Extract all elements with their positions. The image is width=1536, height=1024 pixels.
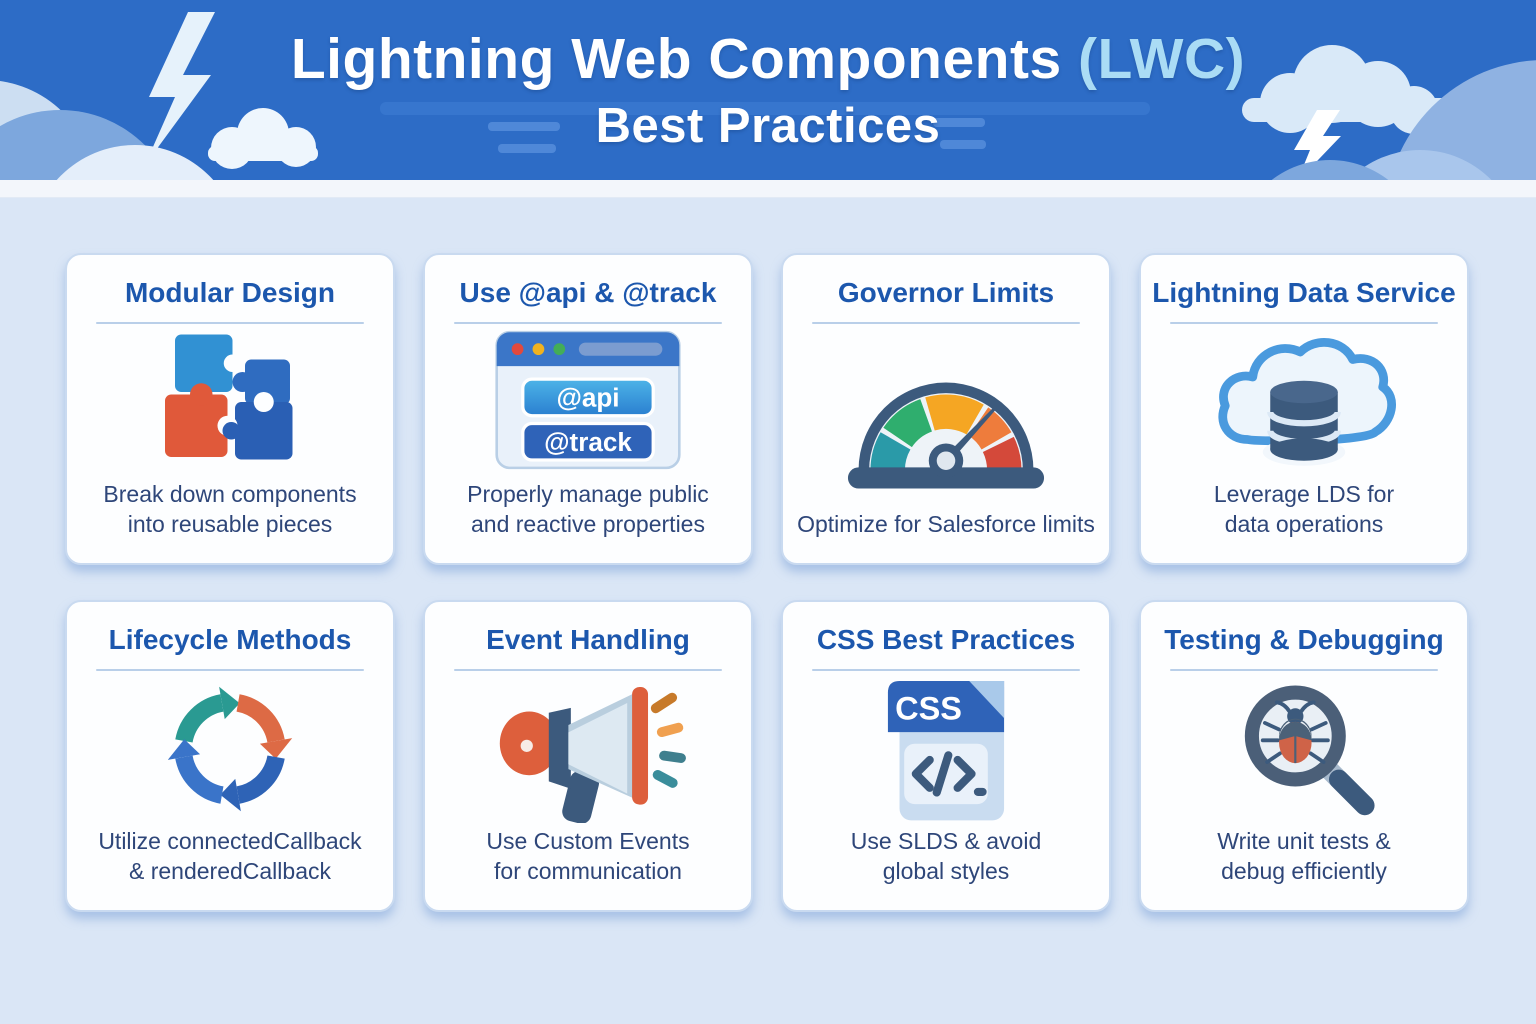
speed-line (933, 118, 985, 127)
card-description: Write unit tests & debug efficiently (1217, 828, 1391, 884)
puzzle-icon (81, 324, 379, 480)
card-description: Optimize for Salesforce limits (797, 510, 1095, 537)
card-divider (1169, 669, 1439, 671)
speed-line (488, 122, 560, 131)
browser-window-icon: @api @track (439, 324, 737, 480)
corner-cloud (56, 145, 214, 180)
header-banner: Lightning Web Components (LWC) Best Prac… (0, 0, 1536, 180)
cloud-icon (208, 108, 318, 169)
cards-grid: Modular Design Break down components int… (65, 253, 1469, 912)
best-practice-card: Event Handling Use Custom Events for com… (423, 600, 753, 912)
card-title: Event Handling (486, 624, 690, 655)
card-description: Break down components into reusable piec… (103, 481, 357, 537)
card-divider (95, 669, 365, 671)
card-title: CSS Best Practices (816, 624, 1076, 655)
magnifier-bug-icon (1155, 671, 1453, 827)
speed-line (498, 144, 556, 153)
corner-cloud (1348, 150, 1492, 180)
card-divider (95, 322, 365, 324)
page-subtitle: Best Practices (595, 99, 941, 153)
card-description: Use Custom Events for communication (486, 828, 690, 884)
card-description: Properly manage public and reactive prop… (467, 481, 709, 537)
corner-cloud (1271, 160, 1389, 180)
css-file-icon: CSS (797, 671, 1095, 827)
lightning-bolt-icon (1294, 110, 1341, 180)
track-badge: @track (544, 427, 632, 457)
corner-cloud (1390, 60, 1536, 180)
card-divider (811, 322, 1081, 324)
page-title-main: Lightning Web Components (290, 27, 1079, 91)
best-practice-card: Modular Design Break down components int… (65, 253, 395, 565)
page-title: Lightning Web Components (LWC) (291, 26, 1245, 92)
header-divider-strip (0, 180, 1536, 198)
card-title: Lightning Data Service (1152, 277, 1456, 308)
best-practice-card: Governor Limits Optimize for Salesforce … (781, 253, 1111, 565)
card-divider (453, 669, 723, 671)
card-title: Lifecycle Methods (108, 624, 352, 655)
best-practice-card: Testing & Debugging Write unit tests & d… (1139, 600, 1469, 912)
cloud-database-icon (1155, 324, 1453, 480)
api-badge: @api (556, 383, 619, 413)
card-title: Testing & Debugging (1164, 624, 1444, 655)
lightning-bolt-icon (145, 12, 215, 165)
gauge-icon (797, 324, 1095, 510)
card-description: Utilize connectedCallback & renderedCall… (98, 828, 362, 884)
speed-line (940, 140, 986, 149)
card-description: Use SLDS & avoid global styles (850, 828, 1042, 884)
storm-cloud-icon (1242, 45, 1464, 134)
best-practice-card: Lifecycle Methods Utilize connectedCallb… (65, 600, 395, 912)
card-title: Modular Design (124, 277, 335, 308)
megaphone-icon (439, 671, 737, 827)
header-titles: Lightning Web Components (LWC) Best Prac… (0, 0, 1536, 180)
card-title: Use @api & @track (459, 277, 717, 308)
best-practice-card: Use @api & @track @api @track Properly m… (423, 253, 753, 565)
card-divider (1169, 322, 1439, 324)
swoosh-line (380, 102, 1150, 115)
header-decoration (0, 12, 1536, 180)
card-divider (811, 669, 1081, 671)
best-practice-card: CSS Best Practices CSS Use SLDS & avoid … (781, 600, 1111, 912)
cycle-arrows-icon (81, 671, 379, 827)
best-practice-card: Lightning Data Service Leverage LDS for … (1139, 253, 1469, 565)
page-title-accent: (LWC) (1078, 27, 1246, 91)
card-title: Governor Limits (837, 277, 1055, 308)
card-description: Leverage LDS for data operations (1213, 481, 1395, 537)
css-file-label: CSS (895, 690, 962, 726)
card-divider (453, 322, 723, 324)
